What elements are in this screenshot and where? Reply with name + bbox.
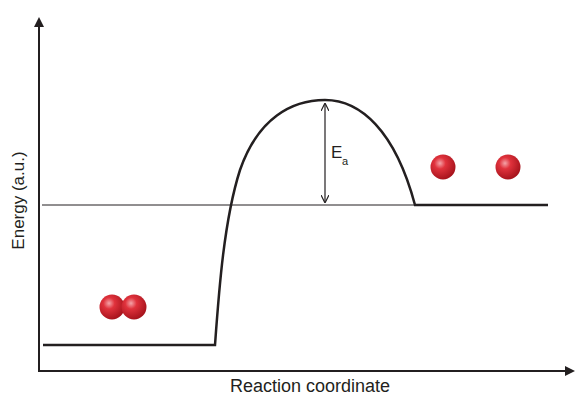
axis-title: Energy (a.u.) (10, 151, 27, 249)
axis-title: Reaction coordinate (230, 377, 390, 395)
energy-curve (43, 100, 548, 345)
separated-atoms (431, 155, 521, 180)
energy-subscript: a (342, 156, 348, 167)
activation-arrow (324, 104, 325, 202)
energy-symbol: E (331, 144, 342, 161)
bonded-molecule (100, 295, 147, 320)
axes (38, 22, 570, 371)
reference-line (42, 205, 415, 206)
